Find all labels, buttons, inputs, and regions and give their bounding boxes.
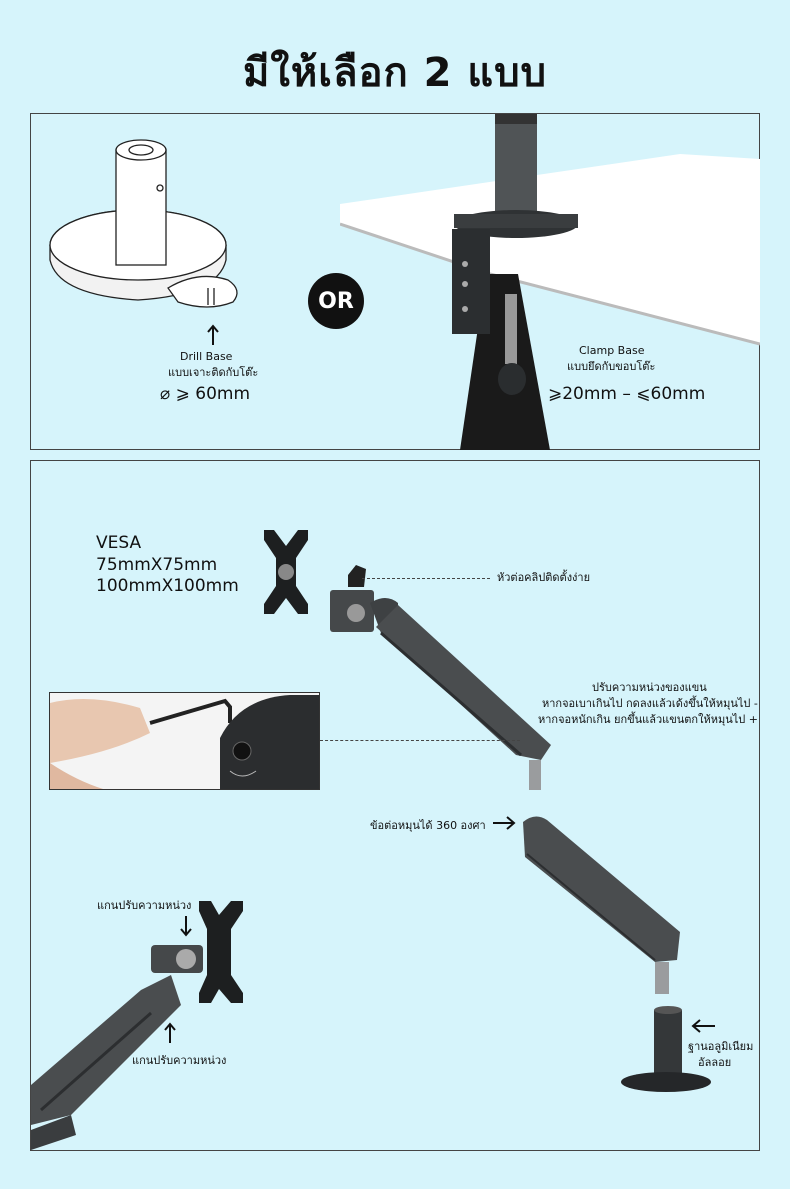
vesa-size-75: 75mmX75mm	[96, 555, 218, 575]
leader-quick-clip	[362, 578, 490, 579]
arrow-down-icon	[180, 916, 192, 937]
tilt-head-illustration	[31, 901, 243, 1150]
tilt-axis-top-label: แกนปรับความหน่วง	[97, 899, 192, 912]
vesa-plate-illustration	[264, 530, 308, 614]
vesa-size-100: 100mmX100mm	[96, 576, 239, 596]
arrow-up-icon	[164, 1022, 176, 1043]
page-title: มีให้เลือก 2 แบบ	[243, 50, 547, 96]
vesa-label: VESA	[96, 533, 142, 553]
aluminium-base-label-1: ฐานอลูมิเนียม	[688, 1040, 754, 1053]
leader-tension	[320, 740, 520, 741]
arrow-up-icon	[207, 324, 219, 345]
tilt-axis-bottom-label: แกนปรับความหน่วง	[132, 1054, 227, 1067]
rotate-360-label: ข้อต่อหมุนได้ 360 องศา	[370, 819, 486, 832]
aluminium-base-label-2: อัลลอย	[698, 1056, 732, 1069]
or-badge: OR	[308, 273, 364, 329]
features-panel	[30, 460, 760, 1151]
hex-key-photo	[49, 692, 320, 790]
clamp-base-desc: แบบยึดกับขอบโต๊ะ	[567, 360, 656, 373]
quick-clip-label: หัวต่อคลิปติดตั้งง่าย	[497, 571, 591, 584]
clamp-base-illustration	[340, 114, 760, 450]
tension-heavy-note: หากจอหนักเกิน ยกขึ้นแล้วแขนตกให้หมุนไป +	[538, 713, 758, 726]
tension-title: ปรับความหน่วงของแขน	[592, 681, 707, 694]
drill-base-desc: แบบเจาะติดกับโต๊ะ	[168, 366, 259, 379]
tension-light-note: หากจอเบาเกินไป กดลงแล้วเด้งขึ้นให้หมุนไป…	[542, 697, 758, 710]
clamp-base-name: Clamp Base	[579, 344, 645, 357]
clamp-base-spec: ⩾20mm – ⩽60mm	[548, 384, 706, 404]
drill-base-name: Drill Base	[180, 350, 233, 363]
upper-arm-illustration	[330, 565, 551, 790]
arrow-left-icon	[691, 1019, 715, 1033]
drill-base-spec: ⌀ ⩾ 60mm	[160, 384, 251, 404]
drill-base-illustration	[49, 139, 238, 308]
arrow-right-icon	[493, 816, 516, 830]
aluminium-base-illustration	[621, 1006, 711, 1092]
lower-arm-illustration	[523, 816, 680, 994]
